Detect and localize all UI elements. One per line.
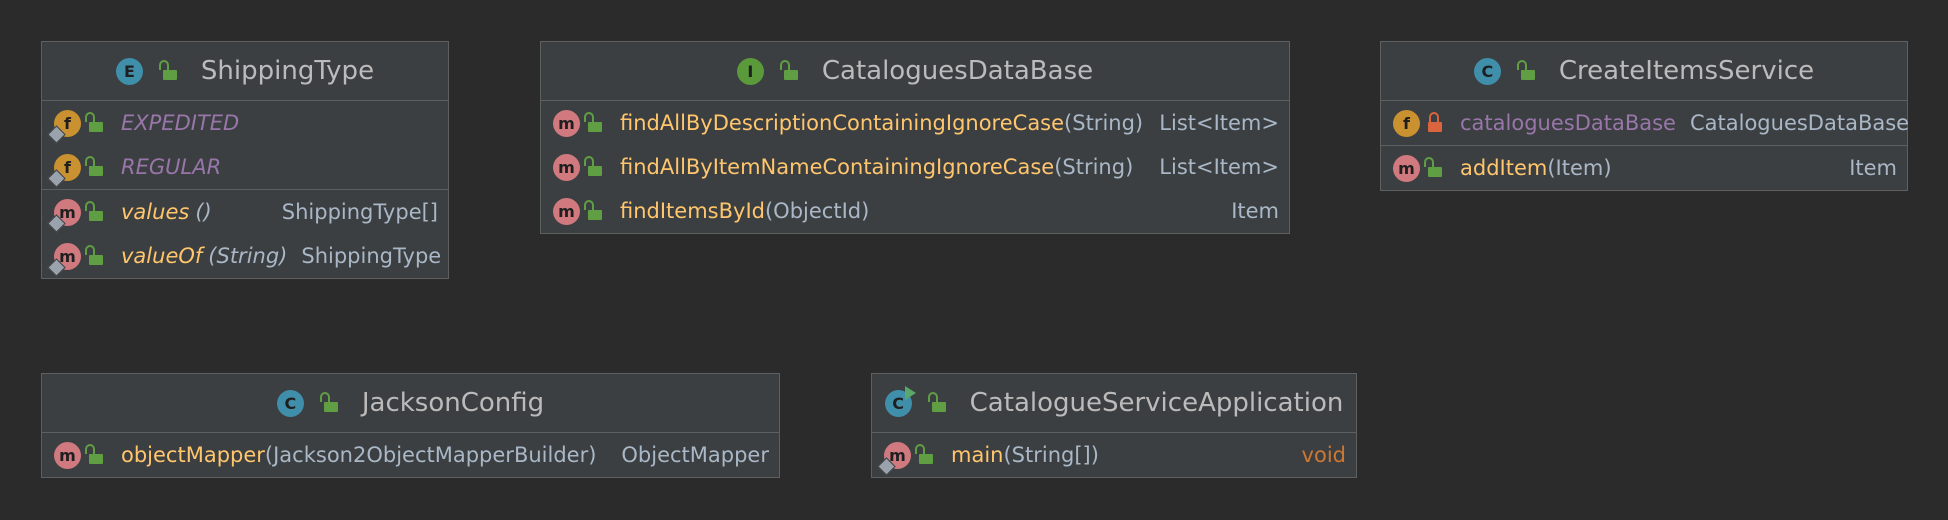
public-lock-icon (1424, 157, 1442, 177)
method-row[interactable]: m objectMapper (Jackson2ObjectMapperBuil… (42, 433, 779, 477)
run-icon (904, 385, 916, 400)
class-box-catalogues-database[interactable]: I CataloguesDataBase m findAllByDescript… (540, 41, 1290, 234)
interface-icon: I (736, 57, 764, 85)
method-params: (String) (1064, 111, 1144, 135)
method-params: (ObjectId) (764, 199, 870, 223)
field-row[interactable]: f cataloguesDataBase CataloguesDataBase (1381, 101, 1910, 145)
enum-icon: E (115, 57, 143, 85)
public-lock-icon (85, 156, 103, 176)
field-row[interactable]: f EXPEDITED (42, 101, 448, 145)
public-lock-icon (915, 444, 933, 464)
method-name: findItemsById (620, 199, 765, 223)
method-icon: m (553, 109, 580, 137)
public-lock-icon (85, 444, 103, 464)
field-name: EXPEDITED (121, 111, 240, 135)
class-icon: C (276, 389, 304, 417)
method-params: (Jackson2ObjectMapperBuilder) (264, 443, 597, 467)
class-icon: C (1473, 57, 1501, 85)
field-row[interactable]: f REGULAR (42, 145, 448, 189)
method-icon: m (553, 197, 580, 225)
field-icon: f (47, 153, 81, 188)
method-name: findAllByItemNameContainingIgnoreCase (620, 155, 1055, 179)
methods-section: m main (String[]) void (872, 433, 1356, 477)
method-row[interactable]: m values () ShippingType[] (42, 190, 448, 234)
method-row[interactable]: m main (String[]) void (872, 433, 1356, 477)
method-params: (String[]) (1003, 443, 1099, 467)
public-lock-icon (1516, 60, 1535, 80)
field-name: REGULAR (121, 155, 222, 179)
method-icon: m (1393, 154, 1420, 182)
class-header: C CreateItemsService (1381, 42, 1907, 101)
public-lock-icon (584, 112, 602, 132)
class-header: C CatalogueServiceApplication (872, 374, 1356, 433)
class-header: I CataloguesDataBase (541, 42, 1289, 101)
class-name: CreateItemsService (1558, 56, 1815, 86)
public-lock-icon (85, 201, 103, 221)
method-name: valueOf (121, 244, 203, 268)
class-icon: C (884, 385, 916, 417)
field-icon: f (47, 109, 81, 144)
method-row[interactable]: m valueOf (String) ShippingType (42, 234, 448, 278)
method-icon: m (553, 153, 580, 181)
methods-section: m values () ShippingType[] m valueOf (St… (42, 190, 448, 278)
methods-section: m objectMapper (Jackson2ObjectMapperBuil… (42, 433, 779, 477)
class-header: C JacksonConfig (42, 374, 779, 433)
methods-section: m addItem (Item) Item (1381, 146, 1907, 190)
field-name: cataloguesDataBase (1460, 111, 1676, 135)
public-lock-icon (85, 245, 103, 265)
method-params: (Item) (1547, 156, 1612, 180)
method-params: (String) (208, 244, 288, 268)
method-row[interactable]: m findAllByItemNameContainingIgnoreCase … (541, 145, 1289, 189)
method-row[interactable]: m findItemsById (ObjectId) Item (541, 189, 1289, 233)
method-icon: m (54, 441, 81, 469)
return-type: Item (1849, 156, 1897, 180)
method-name: addItem (1460, 156, 1548, 180)
class-box-create-items-service[interactable]: C CreateItemsService f cataloguesDataBas… (1380, 41, 1910, 191)
class-header: E ShippingType (42, 42, 448, 101)
fields-section: f cataloguesDataBase CataloguesDataBase (1381, 101, 1910, 146)
method-icon: m (47, 242, 81, 277)
method-name: objectMapper (121, 443, 265, 467)
fields-section: f EXPEDITED f REGULAR (42, 101, 448, 190)
method-params: (String) (1054, 155, 1134, 179)
class-name: CatalogueServiceApplication (969, 388, 1344, 418)
public-lock-icon (927, 392, 946, 412)
public-lock-icon (779, 60, 798, 80)
class-name: JacksonConfig (361, 388, 545, 418)
class-name: ShippingType (200, 56, 375, 86)
class-name: CataloguesDataBase (821, 56, 1094, 86)
public-lock-icon (584, 200, 602, 220)
method-icon: m (47, 198, 81, 233)
methods-section: m findAllByDescriptionContainingIgnoreCa… (541, 101, 1289, 233)
return-type: ObjectMapper (621, 443, 769, 467)
return-type: ShippingType (301, 244, 442, 268)
method-name: main (951, 443, 1004, 467)
class-box-jackson-config[interactable]: C JacksonConfig m objectMapper (Jackson2… (41, 373, 780, 478)
method-name: findAllByDescriptionContainingIgnoreCase (620, 111, 1065, 135)
public-lock-icon (319, 392, 338, 412)
method-row[interactable]: m findAllByDescriptionContainingIgnoreCa… (541, 101, 1289, 145)
return-type: void (1301, 443, 1346, 467)
method-name: values (121, 200, 190, 224)
return-type: ShippingType[] (281, 200, 438, 224)
private-lock-icon (1428, 112, 1442, 132)
method-icon: m (877, 441, 911, 476)
method-row[interactable]: m addItem (Item) Item (1381, 146, 1907, 190)
return-type: List<Item> (1159, 111, 1279, 135)
method-params: () (195, 200, 212, 224)
class-box-shipping-type[interactable]: E ShippingType f EXPEDITED f REGULAR m v… (41, 41, 449, 279)
field-icon: f (1393, 109, 1420, 137)
public-lock-icon (85, 112, 103, 132)
field-type: CataloguesDataBase (1689, 111, 1910, 135)
return-type: List<Item> (1159, 155, 1279, 179)
public-lock-icon (584, 156, 602, 176)
return-type: Item (1231, 199, 1279, 223)
class-box-catalogue-service-application[interactable]: C CatalogueServiceApplication m main (St… (871, 373, 1357, 478)
public-lock-icon (158, 60, 177, 80)
